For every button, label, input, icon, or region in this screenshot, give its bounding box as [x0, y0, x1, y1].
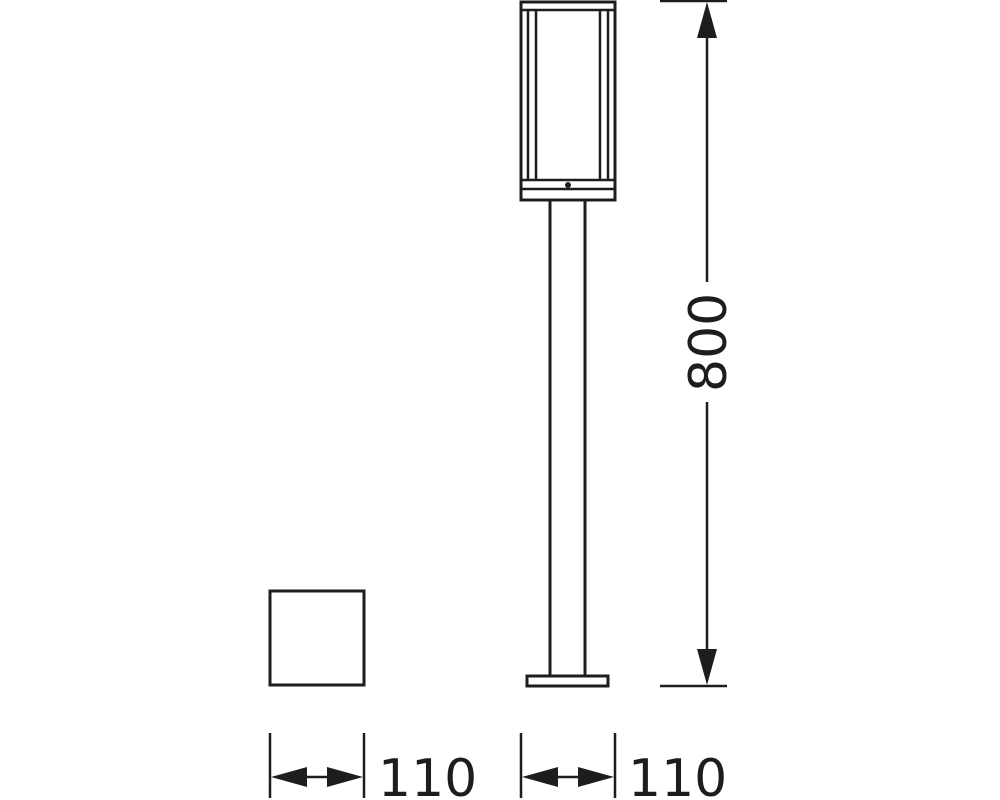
- lamp-base-plate: [525, 674, 610, 688]
- front-view-width-label: 110: [628, 749, 727, 800]
- height-label: 800: [679, 293, 739, 392]
- top-view-width-label: 110: [378, 749, 477, 800]
- arrow-right-icon: [327, 767, 363, 787]
- lamp-front-view: [519, 0, 617, 688]
- arrow-right-icon: [578, 767, 614, 787]
- arrow-down-icon: [697, 649, 717, 685]
- arrow-left-icon: [271, 767, 307, 787]
- arrow-left-icon: [522, 767, 558, 787]
- lamp-head: [519, 0, 617, 202]
- arrow-up-icon: [697, 2, 717, 38]
- top-view-square: [268, 589, 366, 687]
- top-view-width-dimension: 110: [268, 733, 477, 800]
- front-view-width-dimension: 110: [519, 733, 727, 800]
- height-dimension: 800: [660, 0, 739, 688]
- sensor-dot-icon: [565, 182, 571, 188]
